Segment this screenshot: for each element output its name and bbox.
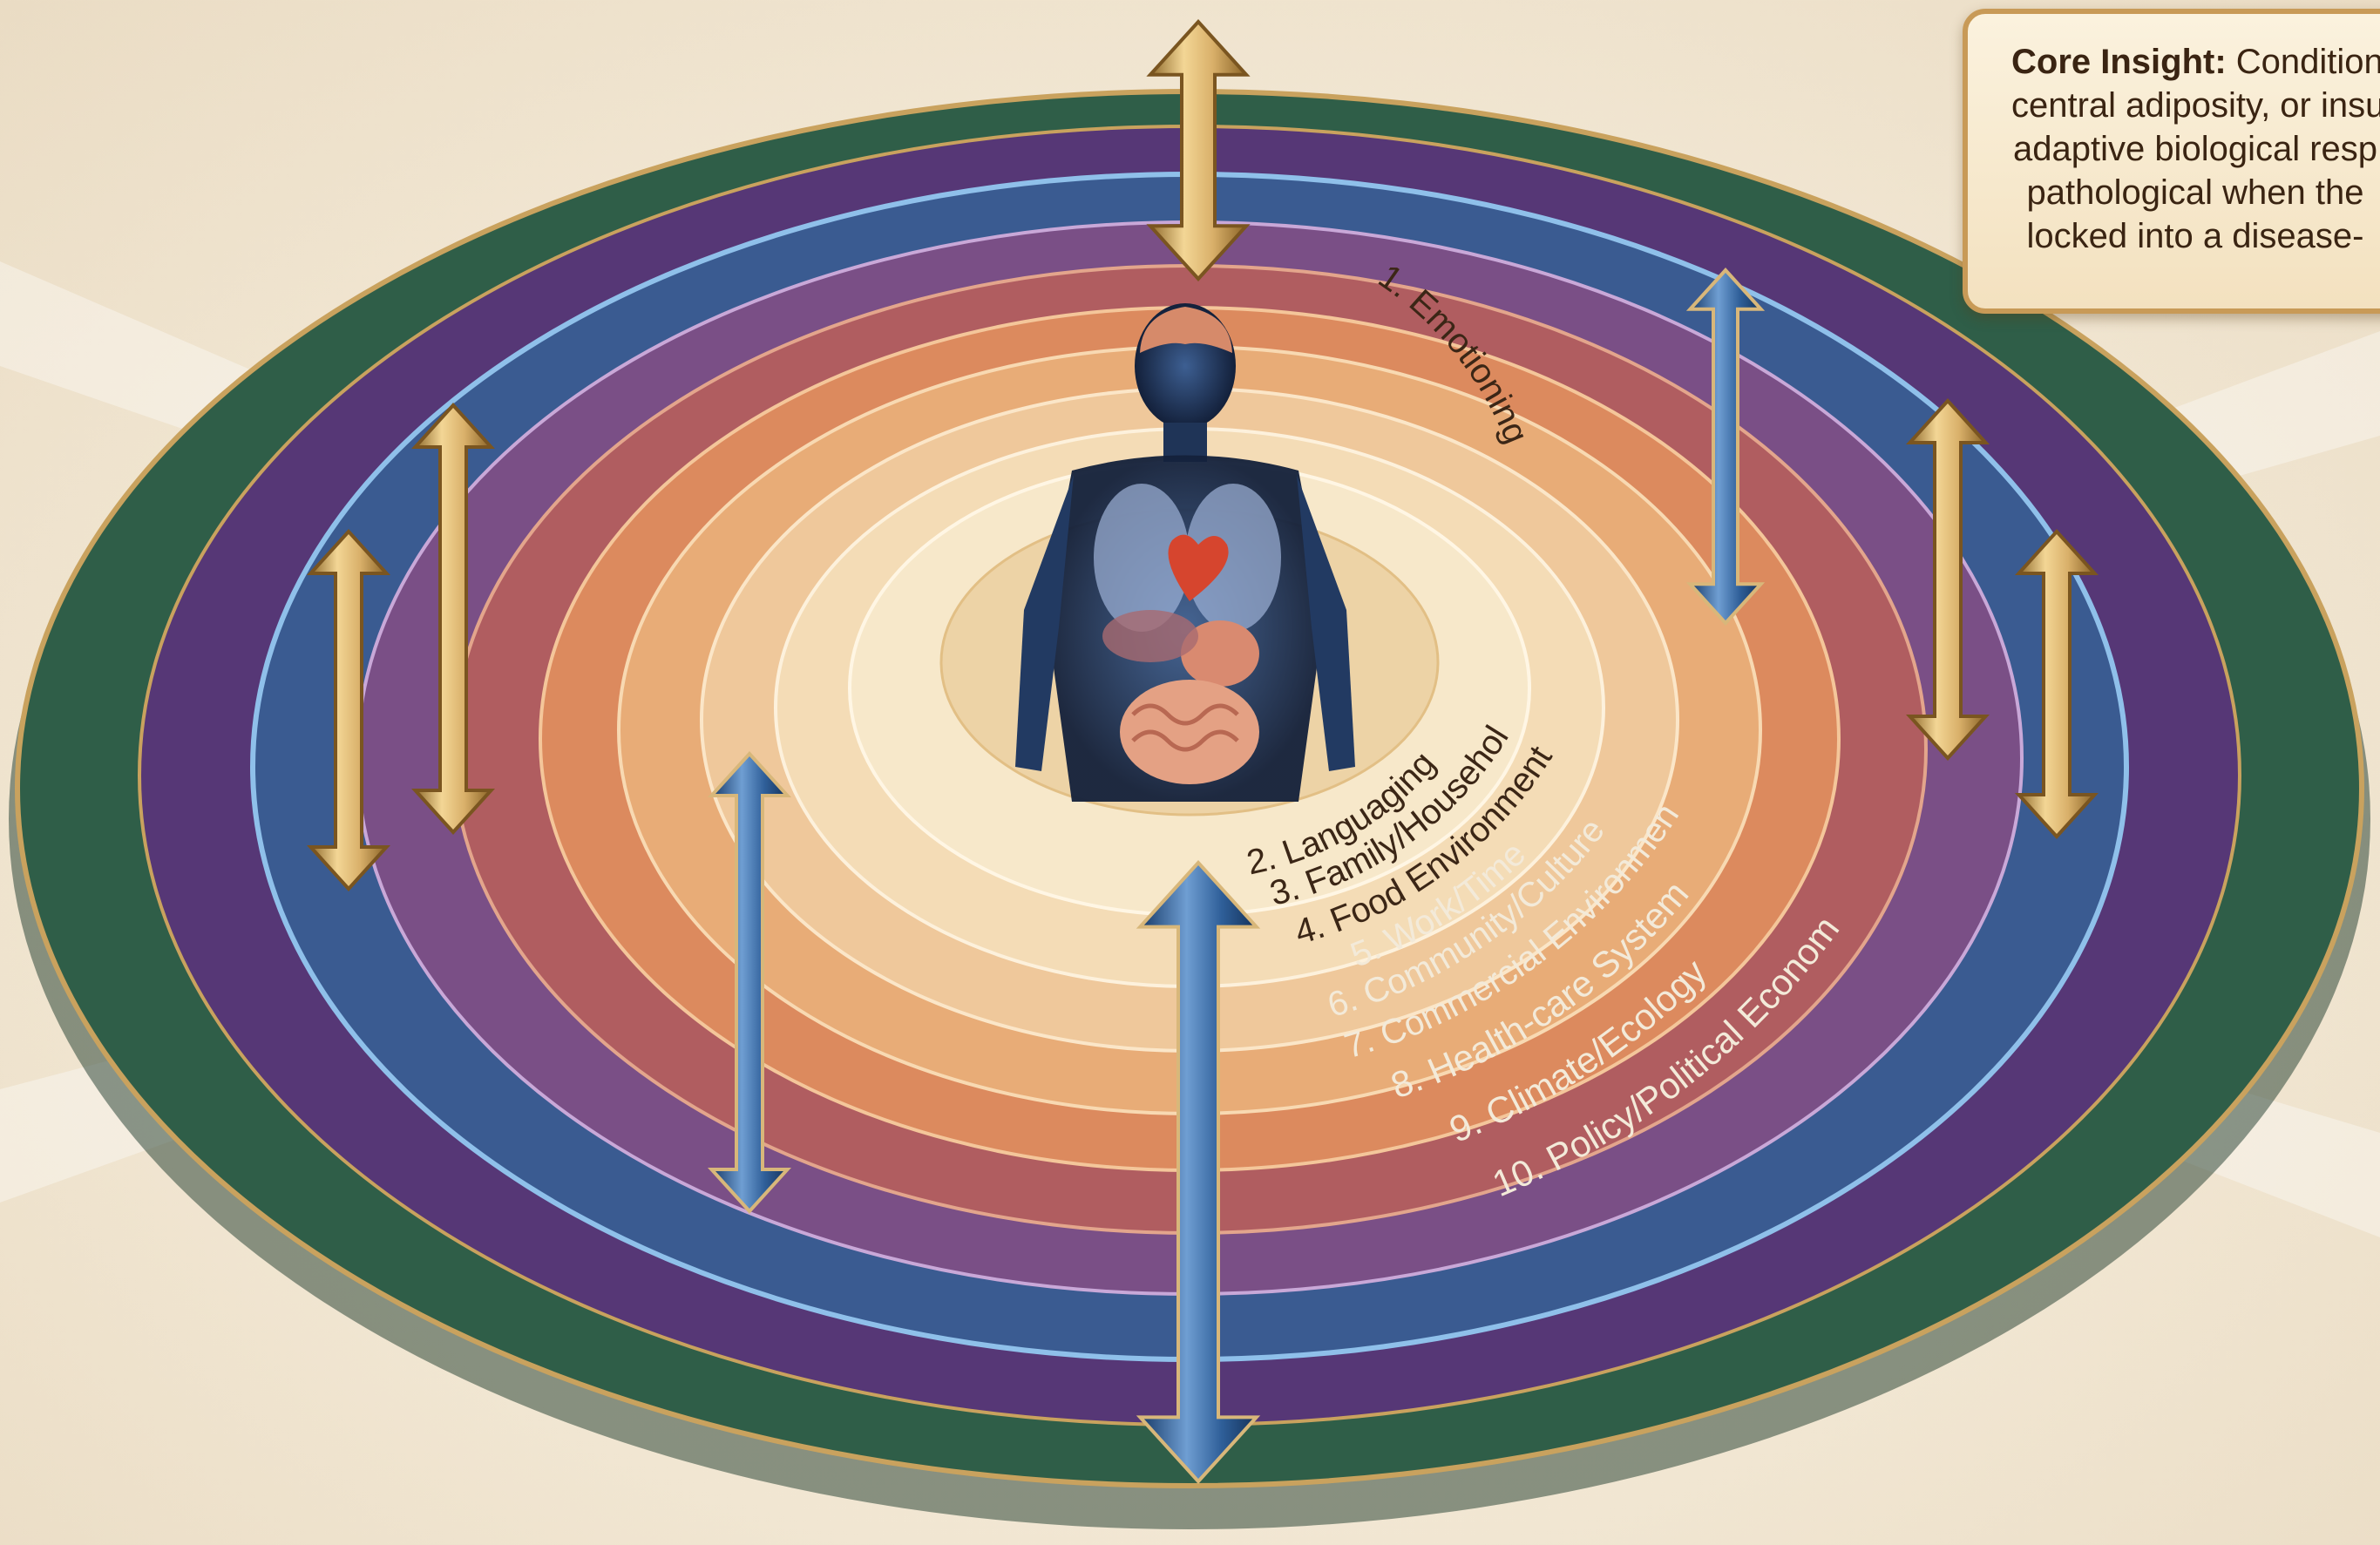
insight-line-3: adaptive biological resp xyxy=(2011,127,2379,171)
insight-line-5: locked into a disease- xyxy=(2011,214,2379,258)
insight-heading: Core Insight: xyxy=(2011,43,2227,81)
intestines-icon xyxy=(1120,680,1259,784)
liver-icon xyxy=(1102,610,1198,662)
core-insight-box: Core Insight: Condition central adiposit… xyxy=(1963,9,2380,314)
insight-line-1: Condition xyxy=(2236,43,2380,81)
insight-line-2: central adiposity, or insu xyxy=(2011,84,2379,127)
insight-line-4: pathological when the xyxy=(2011,171,2379,214)
